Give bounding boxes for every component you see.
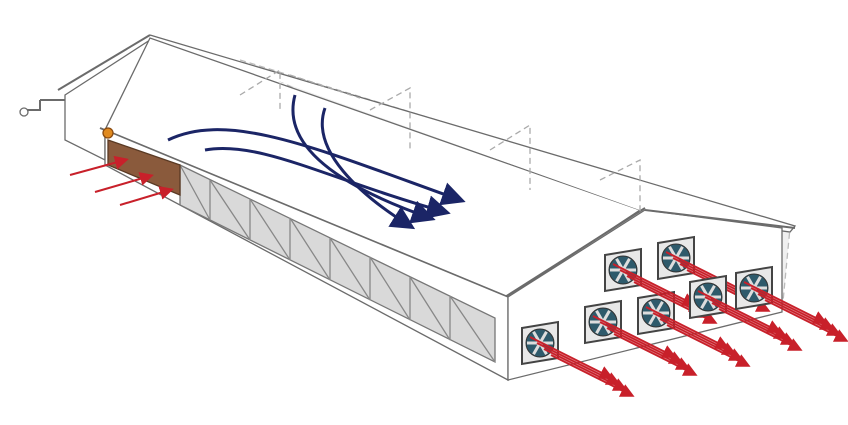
exhaust-arrow <box>750 287 835 330</box>
airflow-arrow <box>320 107 416 230</box>
exhaust-arrow <box>743 281 828 324</box>
exhaust-arrow <box>659 318 744 361</box>
exhaust-arrow <box>757 293 842 336</box>
exhaust-arrow <box>543 348 628 391</box>
exhaust-arrow <box>613 333 698 376</box>
exhaust-arrow <box>718 308 803 351</box>
water-inlet-pipe <box>25 99 65 111</box>
exhaust-arrow <box>652 312 737 355</box>
exhaust-arrow <box>619 269 704 312</box>
intake-airflow <box>69 155 174 206</box>
exhaust-arrow <box>599 321 684 364</box>
exhaust-arrow <box>606 327 691 370</box>
interior-airflow <box>167 94 466 230</box>
exhaust-arrow <box>645 306 730 349</box>
exhaust-arrow <box>666 324 751 367</box>
exhaust-arrow <box>704 296 789 339</box>
exhaust-arrow <box>665 251 750 294</box>
exhaust-arrow <box>764 299 848 342</box>
exhaust-arrow <box>711 302 796 345</box>
exhaust-fans <box>521 235 848 397</box>
airflow-arrow <box>204 146 451 219</box>
exhaust-arrow <box>612 263 697 306</box>
exhaust-arrow <box>697 290 782 333</box>
exhaust-arrow <box>550 354 635 397</box>
exhaust-arrow <box>536 342 621 385</box>
cooling-pad <box>107 139 181 196</box>
exhaust-arrow <box>529 336 614 379</box>
sensor-light <box>102 127 114 139</box>
intake-arrow <box>69 155 129 176</box>
airflow-arrow <box>167 128 466 206</box>
barn-structure <box>19 34 797 382</box>
intake-arrow <box>94 172 154 193</box>
intake-arrow <box>119 186 174 206</box>
exhaust-arrow <box>592 315 677 358</box>
